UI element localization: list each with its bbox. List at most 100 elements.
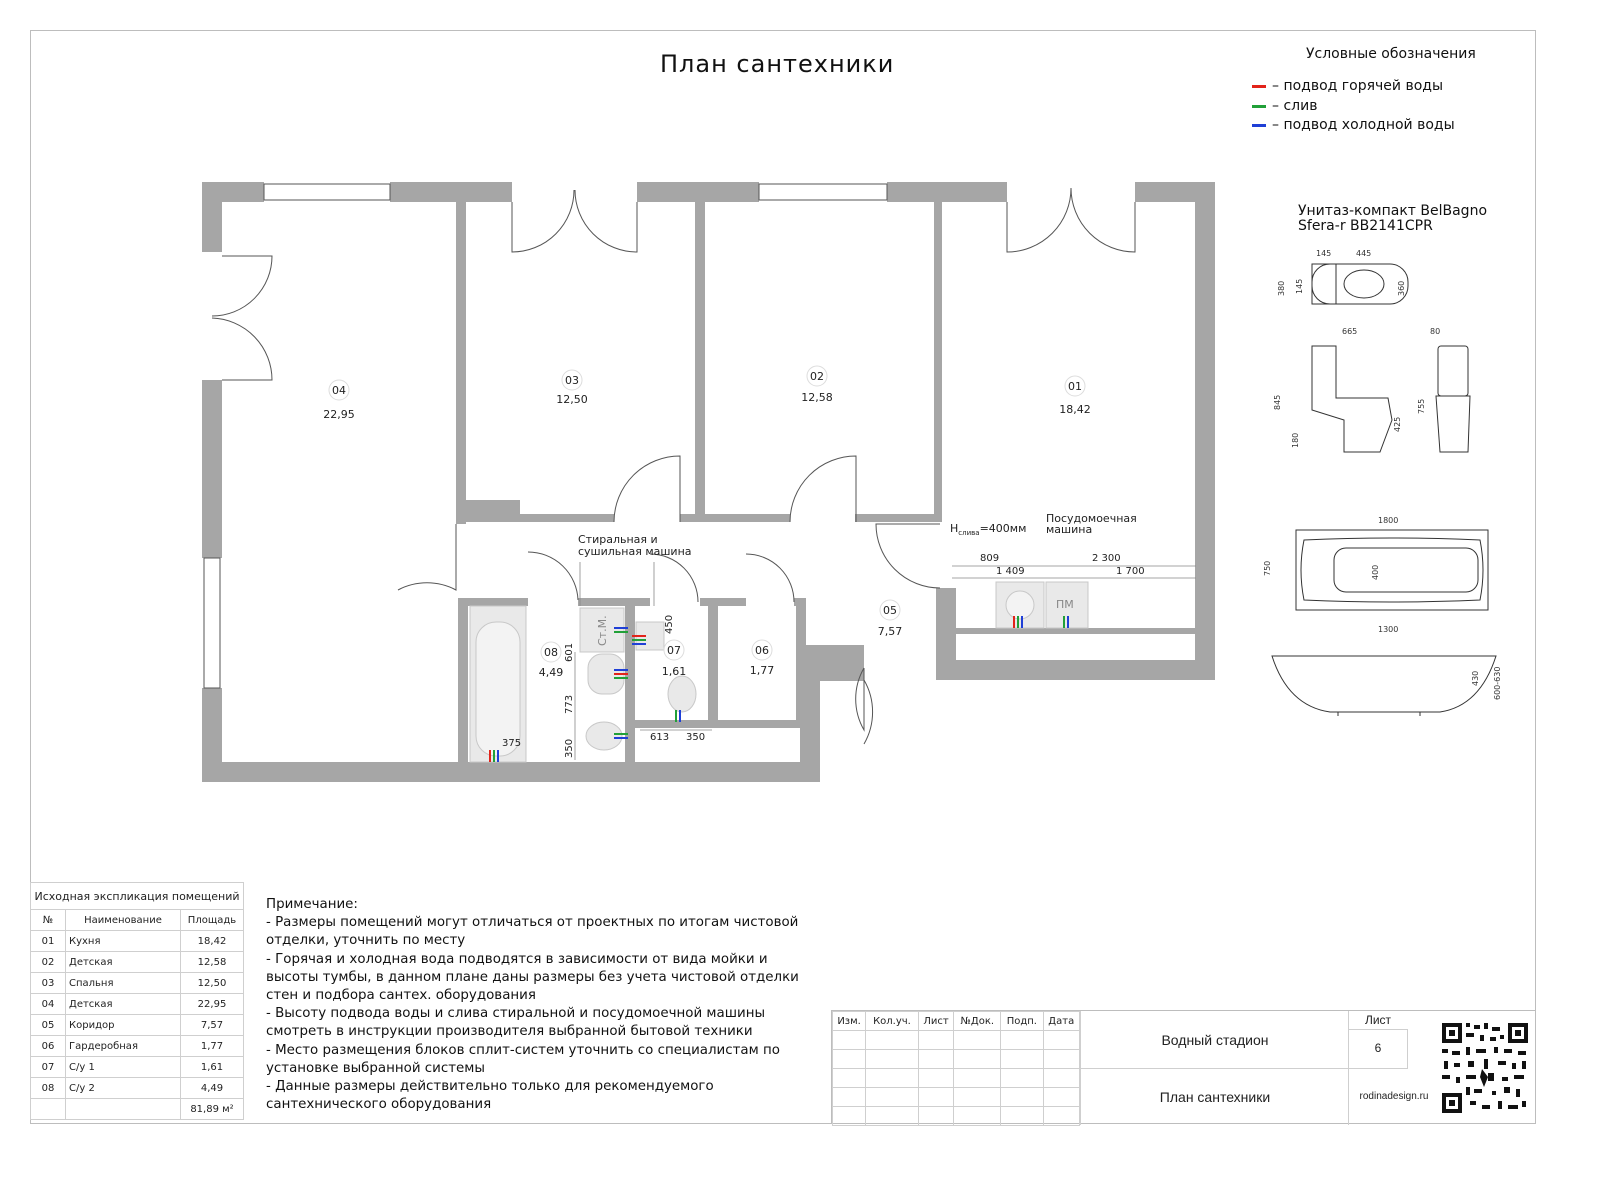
toilet-drawings xyxy=(1311,263,1471,453)
floor-plan: 04 22,95 03 12,50 02 12,58 01 18,42 05 7… xyxy=(202,182,1502,782)
dim-label: 425 xyxy=(1393,417,1402,432)
revision-col-header: Изм. xyxy=(831,1011,867,1031)
product-title-line1: Унитаз-компакт BelBagno xyxy=(1298,203,1488,219)
dim-label: 600-630 xyxy=(1493,667,1502,700)
toilet-tank-top xyxy=(1311,263,1337,305)
room-labels: 04 22,95 03 12,50 02 12,58 01 18,42 05 7… xyxy=(323,365,1091,679)
qr-code-icon[interactable] xyxy=(1440,1021,1530,1115)
row-number: 03 xyxy=(30,972,66,994)
wall-segment xyxy=(202,182,264,202)
wall-segment xyxy=(625,598,635,764)
wall-segment xyxy=(936,660,1215,680)
door-swing xyxy=(1006,187,1072,253)
note-line: - Данные размеры действительно только дл… xyxy=(266,1079,714,1095)
note-line: - Высоту подвода воды и слива стиральной… xyxy=(266,1006,766,1022)
wall-segment xyxy=(456,500,520,522)
note-line: - Горячая и холодная вода подводятся в з… xyxy=(266,951,768,967)
washer-label-line2: сушильная машина xyxy=(578,545,692,558)
dimension-1700: 1 700 xyxy=(1116,566,1145,577)
dimension-601: 601 xyxy=(564,643,575,662)
product-title-line2: Sfera-r BB2141CPR xyxy=(1298,218,1433,234)
notes: Примечание: - Размеры помещений могут от… xyxy=(266,896,836,1114)
dim-label: 1300 xyxy=(1378,625,1398,634)
room-number: 07 xyxy=(667,644,681,657)
door-swing xyxy=(211,317,273,381)
dim-label: 145 xyxy=(1316,249,1331,258)
dimension-350-horizontal: 350 xyxy=(686,732,705,743)
dimension-773: 773 xyxy=(564,695,575,714)
washing-machine-mark: Ст.М. xyxy=(596,615,609,646)
wall-segment xyxy=(1195,182,1215,680)
door-swing xyxy=(574,189,638,253)
row-number: 08 xyxy=(30,1077,66,1099)
note-line: высоты тумбы, в данном плане даны размер… xyxy=(266,969,799,985)
drain-swatch xyxy=(1252,104,1266,108)
dishwasher-label-line2: машина xyxy=(1046,523,1092,536)
dim-label: 755 xyxy=(1417,399,1426,414)
cold-water-swatch xyxy=(1252,123,1266,127)
wall-segment xyxy=(202,688,222,782)
row-room-name: Детская xyxy=(65,951,181,973)
door-swing xyxy=(855,667,865,732)
revision-grid: Изм. Кол.уч. Лист №Док. Подп. Дата xyxy=(831,1011,1081,1126)
revision-col-header: Дата xyxy=(1042,1011,1081,1031)
bathtub-basin-top xyxy=(1333,547,1479,593)
row-area: 18,42 xyxy=(180,930,244,952)
row-number: 04 xyxy=(30,993,66,1015)
window xyxy=(263,183,391,201)
dimension-1409: 1 409 xyxy=(996,566,1025,577)
room-number: 03 xyxy=(565,374,579,387)
wall-segment xyxy=(202,380,222,558)
door-swing xyxy=(875,523,941,589)
wall-segment xyxy=(458,598,528,606)
website-link[interactable]: rodinadesign.ru xyxy=(1348,1068,1439,1125)
legend-label-cold: – подвод холодной воды xyxy=(1272,117,1455,133)
room-area: 18,42 xyxy=(1059,403,1091,416)
row-number: 06 xyxy=(30,1035,66,1057)
room-number-marker xyxy=(751,639,773,661)
room-number-marker xyxy=(879,599,901,621)
toilet-bowl-top xyxy=(1343,269,1385,299)
note-line: Примечание: xyxy=(266,897,358,912)
walls xyxy=(202,182,1215,782)
wall-segment xyxy=(578,598,650,606)
room-number-marker xyxy=(1064,375,1086,397)
row-area: 1,77 xyxy=(180,1035,244,1057)
dim-label: 380 xyxy=(1277,281,1286,296)
room-number: 01 xyxy=(1068,380,1082,393)
toilet-side-view xyxy=(1311,345,1393,453)
row-area: 12,50 xyxy=(180,972,244,994)
bathtub-dimensions: 1800 750 400 1300 430 600-630 xyxy=(1263,516,1502,700)
note-line: установке выбранной системы xyxy=(266,1060,485,1076)
washer-label: Стиральная и xyxy=(578,533,658,546)
wall-segment xyxy=(887,182,1007,202)
row-room-name: Кухня xyxy=(65,930,181,952)
wall-segment xyxy=(456,202,466,524)
door-swing xyxy=(527,551,579,601)
note-line: стен и подбора сантех. оборудования xyxy=(266,988,536,1004)
row-area: 4,49 xyxy=(180,1077,244,1099)
row-room-name: Детская xyxy=(65,993,181,1015)
door-swing xyxy=(397,524,457,591)
plan-annotations: Стиральная и сушильная машина Посудомоеч… xyxy=(502,512,1145,758)
dim-label: 445 xyxy=(1356,249,1371,258)
wall-segment xyxy=(458,598,468,764)
room-number: 08 xyxy=(544,646,558,659)
wall-segment xyxy=(796,598,806,722)
row-area: 12,58 xyxy=(180,951,244,973)
legend-item-cold: – подвод холодной воды xyxy=(1252,117,1455,133)
dim-label: 430 xyxy=(1471,671,1480,686)
total-area: 81,89 м² xyxy=(180,1098,244,1120)
wall-segment xyxy=(700,598,746,606)
dimension-2300: 2 300 xyxy=(1092,553,1121,564)
row-number: 07 xyxy=(30,1056,66,1078)
wall-segment xyxy=(936,588,956,680)
dim-label: 750 xyxy=(1263,561,1272,576)
note-line: сантехнического оборудования xyxy=(266,1097,492,1113)
drain-height-label: Hслива=400мм xyxy=(950,522,1026,537)
legend-item-drain: – слив xyxy=(1252,98,1317,114)
